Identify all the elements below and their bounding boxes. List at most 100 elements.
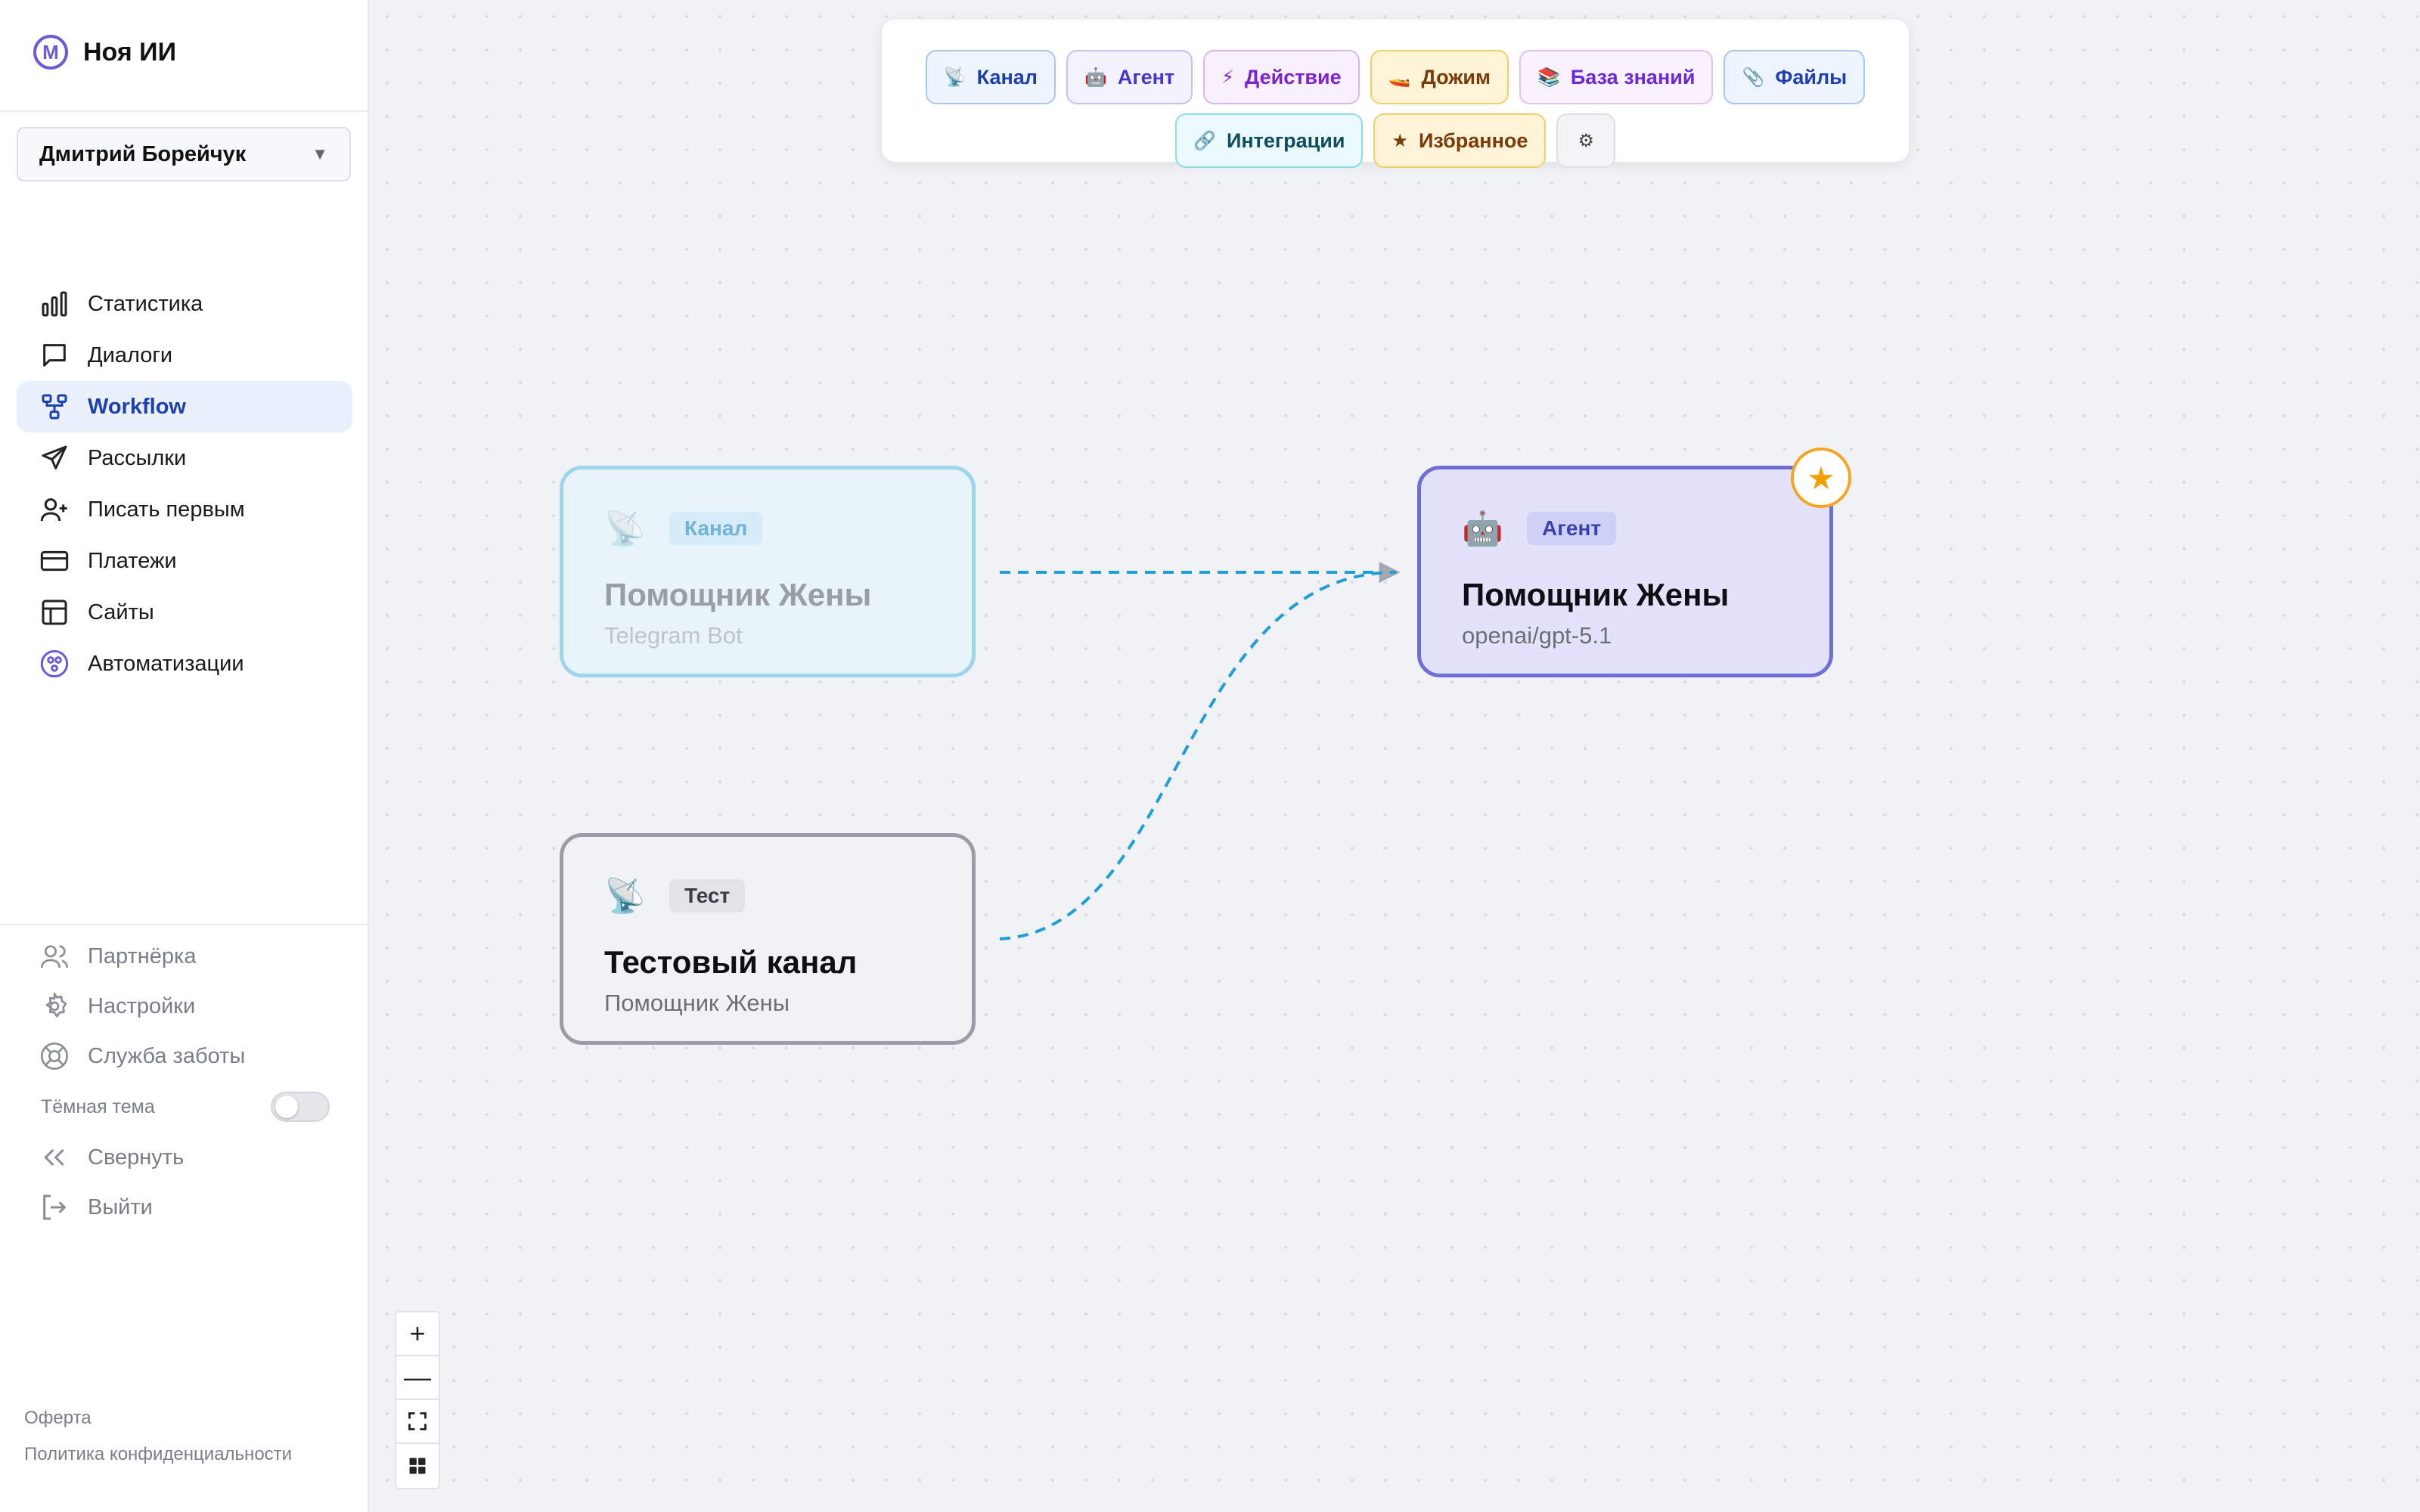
node-subtitle: openai/gpt-5.1	[1462, 622, 1612, 649]
button-label: Файлы	[1775, 65, 1848, 88]
user-name: Дмитрий Борейчук	[39, 141, 247, 166]
workflow-icon	[39, 392, 70, 422]
toolbar-row: 🔗 Интеграции ★ Избранное ⚙	[882, 113, 1909, 168]
add-agent-button[interactable]: 🤖 Агент	[1066, 50, 1193, 104]
nav-item-write-first[interactable]: Писать первым	[17, 484, 352, 535]
node-subtitle: Помощник Жены	[604, 990, 790, 1016]
gear-icon	[45, 993, 67, 1018]
add-integrations-button[interactable]: 🔗 Интеграции	[1175, 113, 1364, 168]
logout-icon	[43, 1194, 67, 1220]
nav-item-label: Статистика	[88, 291, 203, 316]
node-channel[interactable]: 📡 Канал Помощник Жены Telegram Bot	[560, 466, 976, 677]
nav-item-automations[interactable]: Автоматизации	[17, 638, 352, 689]
nav-item-workflow[interactable]: Workflow	[17, 381, 352, 432]
workflow-canvas[interactable]	[371, 0, 2420, 1512]
bar-chart-icon	[39, 289, 70, 319]
main-nav: Статистика Диалоги Workflow Рассылки Пис…	[17, 278, 352, 689]
nav-item-mailings[interactable]: Рассылки	[17, 432, 352, 484]
dark-theme-toggle[interactable]	[271, 1092, 330, 1122]
node-toolbar: 📡 Канал 🤖 Агент ⚡ Действие 🚤 Дожим 📚 Баз…	[882, 20, 1909, 168]
zoom-out-button[interactable]: —	[396, 1356, 439, 1400]
automation-icon	[39, 649, 70, 679]
button-label: Дожим	[1421, 65, 1491, 88]
settings-label: Настройки	[88, 993, 196, 1018]
node-title: Тестовый канал	[604, 944, 858, 980]
logout-label: Выйти	[88, 1194, 153, 1219]
caret-down-icon: ▼	[312, 144, 328, 163]
button-label: Интеграции	[1226, 129, 1345, 152]
add-channel-button[interactable]: 📡 Канал	[925, 50, 1056, 104]
favorites-button[interactable]: ★ Избранное	[1373, 113, 1547, 168]
dark-theme-label: Тёмная тема	[41, 1095, 155, 1117]
button-label: База знаний	[1570, 65, 1696, 88]
node-title: Помощник Жены	[1462, 577, 1730, 612]
minimap-button[interactable]	[396, 1444, 439, 1488]
toolbar-row: 📡 Канал 🤖 Агент ⚡ Действие 🚤 Дожим 📚 Баз…	[882, 50, 1909, 104]
user-select[interactable]: Дмитрий Борейчук ▼	[17, 127, 351, 181]
nav-item-label: Автоматизации	[88, 651, 244, 676]
dark-theme-row: Тёмная тема	[17, 1081, 352, 1132]
offer-link[interactable]: Оферта	[24, 1408, 92, 1428]
nav-item-sites[interactable]: Сайты	[17, 587, 352, 638]
robot-icon: 🤖	[1462, 510, 1503, 547]
lightning-icon: ⚡	[1221, 67, 1235, 88]
node-header: 📡 Тест	[604, 876, 972, 916]
button-label: Канал	[976, 65, 1038, 88]
collapse-label: Свернуть	[88, 1145, 185, 1170]
collapse-button[interactable]: Свернуть	[17, 1132, 352, 1182]
node-badge: Тест	[669, 879, 746, 912]
credit-card-icon	[39, 546, 70, 576]
footer-links: Оферта Политика конфиденциальности	[24, 1408, 292, 1480]
chat-icon	[39, 340, 70, 370]
node-badge: Агент	[1527, 512, 1617, 545]
boat-icon: 🚤	[1388, 67, 1411, 88]
nav-item-dialogs[interactable]: Диалоги	[17, 330, 352, 381]
node-header: 🤖 Агент	[1462, 509, 1829, 548]
logout-button[interactable]: Выйти	[17, 1182, 352, 1232]
chevrons-left-icon	[44, 1148, 64, 1167]
brand-logo-icon: M	[33, 35, 68, 70]
brand-name: Ноя ИИ	[83, 37, 177, 67]
partner-link[interactable]: Партнёрка	[17, 931, 352, 981]
node-agent[interactable]: 🤖 Агент Помощник Жены openai/gpt-5.1	[1417, 466, 1833, 677]
add-action-button[interactable]: ⚡ Действие	[1203, 50, 1360, 104]
send-icon	[39, 443, 70, 473]
nav-item-label: Сайты	[88, 600, 154, 624]
zoom-in-button[interactable]: +	[396, 1312, 439, 1356]
robot-icon: 🤖	[1084, 67, 1107, 88]
zoom-controls: + —	[395, 1311, 440, 1489]
satellite-icon: 📡	[604, 510, 646, 547]
books-icon: 📚	[1537, 67, 1560, 88]
fullscreen-icon	[408, 1412, 427, 1430]
privacy-link[interactable]: Политика конфиденциальности	[24, 1444, 293, 1464]
link-icon: 🔗	[1193, 130, 1216, 151]
nav-item-label: Диалоги	[88, 342, 173, 367]
support-link[interactable]: Служба заботы	[17, 1031, 352, 1081]
nav-item-statistics[interactable]: Статистика	[17, 278, 352, 330]
fit-view-button[interactable]	[396, 1400, 439, 1444]
brand[interactable]: M Ноя ИИ	[33, 35, 176, 70]
settings-link[interactable]: Настройки	[17, 981, 352, 1031]
satellite-icon: 📡	[943, 67, 966, 88]
user-plus-icon	[39, 494, 70, 525]
bottom-nav: Партнёрка Настройки Служба заботы Тёмная…	[17, 931, 352, 1232]
add-knowledge-base-button[interactable]: 📚 База знаний	[1519, 50, 1714, 104]
toolbar-settings-button[interactable]: ⚙	[1556, 113, 1615, 168]
add-followup-button[interactable]: 🚤 Дожим	[1370, 50, 1509, 104]
add-files-button[interactable]: 📎 Файлы	[1723, 50, 1866, 104]
nav-item-label: Workflow	[88, 394, 186, 419]
nav-item-label: Писать первым	[88, 497, 245, 522]
gear-icon: ⚙	[1578, 130, 1594, 151]
favorite-star-icon[interactable]: ★	[1791, 448, 1851, 508]
node-test-channel[interactable]: 📡 Тест Тестовый канал Помощник Жены	[560, 833, 976, 1045]
button-label: Агент	[1117, 65, 1175, 88]
divider	[0, 924, 368, 925]
star-icon: ★	[1392, 130, 1408, 151]
nav-item-payments[interactable]: Платежи	[17, 535, 352, 587]
users-icon	[41, 945, 68, 968]
nav-item-label: Рассылки	[88, 445, 187, 470]
node-title: Помощник Жены	[604, 577, 872, 612]
sidebar: M Ноя ИИ Дмитрий Борейчук ▼ Статистика Д…	[0, 0, 369, 1512]
node-header: 📡 Канал	[604, 509, 972, 548]
support-label: Служба заботы	[88, 1043, 246, 1068]
